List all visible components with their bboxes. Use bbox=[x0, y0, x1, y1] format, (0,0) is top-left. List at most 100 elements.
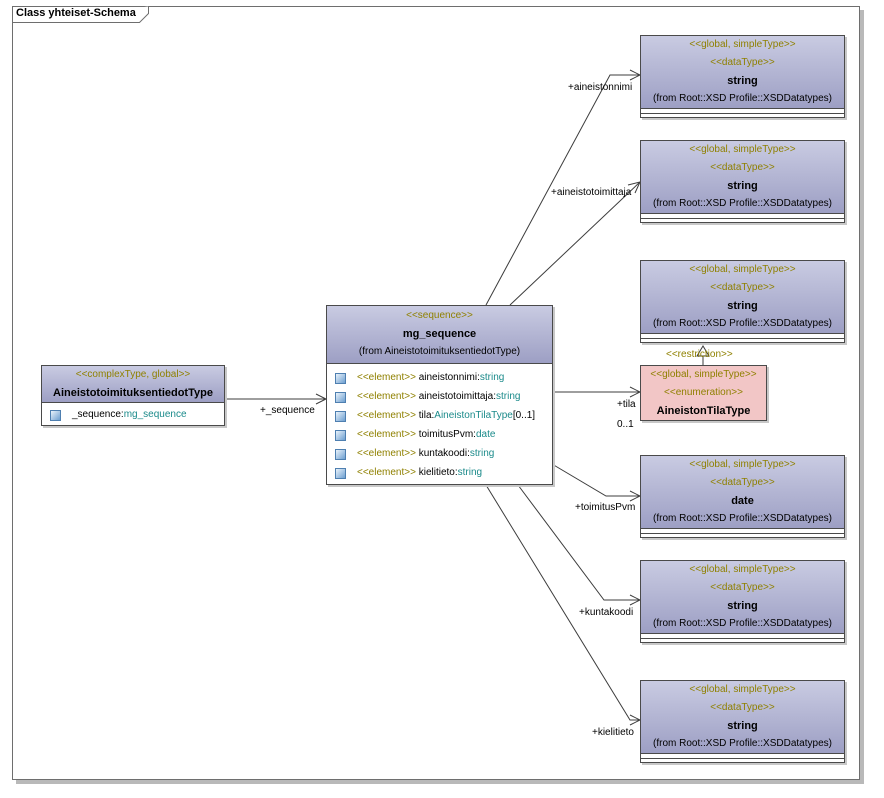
datatype-name: string bbox=[727, 75, 758, 87]
label-kielitieto: +kielitieto bbox=[592, 727, 634, 738]
datatype-from: (from Root::XSD Profile::XSDDatatypes) bbox=[653, 618, 832, 629]
frame-tab-shape bbox=[12, 6, 149, 23]
attribute-compartment bbox=[641, 109, 844, 114]
element-stereotype: <<element>> bbox=[357, 391, 416, 402]
datatype-stereotype: <<global, simpleType>> bbox=[689, 39, 796, 50]
operation-compartment bbox=[641, 114, 844, 117]
datatype-name: string bbox=[727, 720, 758, 732]
datatype-header: <<global, simpleType>> <<dataType>> stri… bbox=[641, 261, 844, 334]
datatype-stereotype: <<global, simpleType>> bbox=[689, 684, 796, 695]
element-name: aineistotoimittaja: bbox=[415, 391, 496, 402]
operation-compartment bbox=[641, 534, 844, 537]
datatype-stereotype: <<global, simpleType>> bbox=[689, 144, 796, 155]
sequence-name: mg_sequence bbox=[402, 328, 477, 340]
element-name: aineistonnimi: bbox=[415, 372, 480, 383]
label-restriction: <<restriction>> bbox=[666, 349, 733, 360]
enumeration-name: AineistonTilaType bbox=[656, 405, 751, 417]
sequence-header: <<sequence>> mg_sequence (from Aineistot… bbox=[327, 306, 552, 364]
datatype-kind: <<dataType>> bbox=[710, 582, 775, 593]
complex-type-name: AineistotoimituksentiedotType bbox=[53, 387, 213, 399]
datatype-class-string-1[interactable]: <<global, simpleType>> <<dataType>> stri… bbox=[640, 35, 845, 118]
datatype-from: (from Root::XSD Profile::XSDDatatypes) bbox=[653, 513, 832, 524]
sequence-stereotype: <<sequence>> bbox=[406, 310, 473, 321]
datatype-header: <<global, simpleType>> <<dataType>> date… bbox=[641, 456, 844, 529]
datatype-kind: <<dataType>> bbox=[710, 282, 775, 293]
element-name: toimitusPvm: bbox=[415, 429, 476, 440]
datatype-class-string-4[interactable]: <<global, simpleType>> <<dataType>> stri… bbox=[640, 560, 845, 643]
element-stereotype: <<element>> bbox=[357, 372, 416, 383]
element-name: kielitieto: bbox=[415, 467, 458, 478]
element-type: string bbox=[469, 448, 495, 459]
datatype-stereotype: <<global, simpleType>> bbox=[689, 459, 796, 470]
complex-type-attribute[interactable]: _sequence:mg_sequence bbox=[42, 405, 224, 424]
sequence-element[interactable]: <<element>> tila:AineistonTilaType[0..1] bbox=[327, 406, 552, 425]
datatype-header: <<global, simpleType>> <<dataType>> stri… bbox=[641, 561, 844, 634]
enumeration-kind: <<enumeration>> bbox=[664, 387, 743, 398]
sequence-element[interactable]: <<element>> aineistonnimi:string bbox=[327, 368, 552, 387]
datatype-class-string-3[interactable]: <<global, simpleType>> <<dataType>> stri… bbox=[640, 260, 845, 343]
complex-type-header: <<complexType, global>> Aineistotoimituk… bbox=[42, 366, 224, 403]
attribute-compartment bbox=[641, 214, 844, 219]
element-multiplicity: [0..1] bbox=[512, 410, 536, 421]
sequence-element[interactable]: <<element>> toimitusPvm:date bbox=[327, 425, 552, 444]
association-toimitusPvm bbox=[551, 463, 642, 502]
label-aineistotoimittaja: +aineistotoimittaja bbox=[551, 187, 632, 198]
sequence-from: (from AineistotoimituksentiedotType) bbox=[358, 346, 521, 357]
element-stereotype: <<element>> bbox=[357, 429, 416, 440]
attribute-compartment bbox=[641, 754, 844, 759]
attribute-name: _sequence: bbox=[72, 409, 124, 420]
datatype-header: <<global, simpleType>> <<dataType>> stri… bbox=[641, 681, 844, 754]
association-kielitieto bbox=[485, 484, 642, 726]
complex-type-stereotype: <<complexType, global>> bbox=[75, 369, 191, 380]
element-icon bbox=[335, 430, 346, 441]
attribute-compartment bbox=[641, 334, 844, 339]
datatype-from: (from Root::XSD Profile::XSDDatatypes) bbox=[653, 93, 832, 104]
attribute-type: mg_sequence bbox=[123, 409, 187, 420]
sequence-element[interactable]: <<element>> kielitieto:string bbox=[327, 463, 552, 482]
datatype-class-date[interactable]: <<global, simpleType>> <<dataType>> date… bbox=[640, 455, 845, 538]
datatype-header: <<global, simpleType>> <<dataType>> stri… bbox=[641, 141, 844, 214]
label-tila-multiplicity: 0..1 bbox=[617, 419, 634, 430]
datatype-kind: <<dataType>> bbox=[710, 477, 775, 488]
element-stereotype: <<element>> bbox=[357, 467, 416, 478]
enumeration-stereotype: <<global, simpleType>> bbox=[650, 369, 757, 380]
datatype-kind: <<dataType>> bbox=[710, 702, 775, 713]
attribute-icon bbox=[50, 410, 61, 421]
complex-type-class[interactable]: <<complexType, global>> Aineistotoimituk… bbox=[41, 365, 225, 426]
element-icon bbox=[335, 468, 346, 479]
label-aineistonnimi: +aineistonnimi bbox=[568, 82, 633, 93]
association-sequence bbox=[223, 393, 328, 405]
datatype-kind: <<dataType>> bbox=[710, 57, 775, 68]
element-type: string bbox=[479, 372, 505, 383]
datatype-class-string-2[interactable]: <<global, simpleType>> <<dataType>> stri… bbox=[640, 140, 845, 223]
element-icon bbox=[335, 373, 346, 384]
sequence-element[interactable]: <<element>> kuntakoodi:string bbox=[327, 444, 552, 463]
attribute-compartment bbox=[641, 529, 844, 534]
label-kuntakoodi: +kuntakoodi bbox=[579, 607, 634, 618]
element-type: string bbox=[457, 467, 483, 478]
datatype-name: string bbox=[727, 180, 758, 192]
association-aineistotoimittaja bbox=[509, 181, 641, 306]
attribute-compartment bbox=[641, 634, 844, 639]
datatype-stereotype: <<global, simpleType>> bbox=[689, 264, 796, 275]
complex-type-attributes: _sequence:mg_sequence bbox=[42, 403, 224, 425]
restriction-link bbox=[696, 345, 710, 365]
element-name: tila: bbox=[415, 410, 435, 421]
operation-compartment bbox=[641, 639, 844, 642]
element-type: AineistonTilaType bbox=[434, 410, 513, 421]
datatype-class-string-5[interactable]: <<global, simpleType>> <<dataType>> stri… bbox=[640, 680, 845, 763]
sequence-element[interactable]: <<element>> aineistotoimittaja:string bbox=[327, 387, 552, 406]
element-stereotype: <<element>> bbox=[357, 448, 416, 459]
element-name: kuntakoodi: bbox=[415, 448, 470, 459]
datatype-name: string bbox=[727, 600, 758, 612]
datatype-name: string bbox=[727, 300, 758, 312]
enumeration-class[interactable]: <<global, simpleType>> <<enumeration>> A… bbox=[640, 365, 767, 421]
datatype-kind: <<dataType>> bbox=[710, 162, 775, 173]
operation-compartment bbox=[641, 219, 844, 222]
element-icon bbox=[335, 392, 346, 403]
datatype-stereotype: <<global, simpleType>> bbox=[689, 564, 796, 575]
sequence-class[interactable]: <<sequence>> mg_sequence (from Aineistot… bbox=[326, 305, 553, 485]
datatype-header: <<global, simpleType>> <<dataType>> stri… bbox=[641, 36, 844, 109]
diagram-title: Class yhteiset-Schema bbox=[16, 7, 136, 19]
datatype-from: (from Root::XSD Profile::XSDDatatypes) bbox=[653, 738, 832, 749]
